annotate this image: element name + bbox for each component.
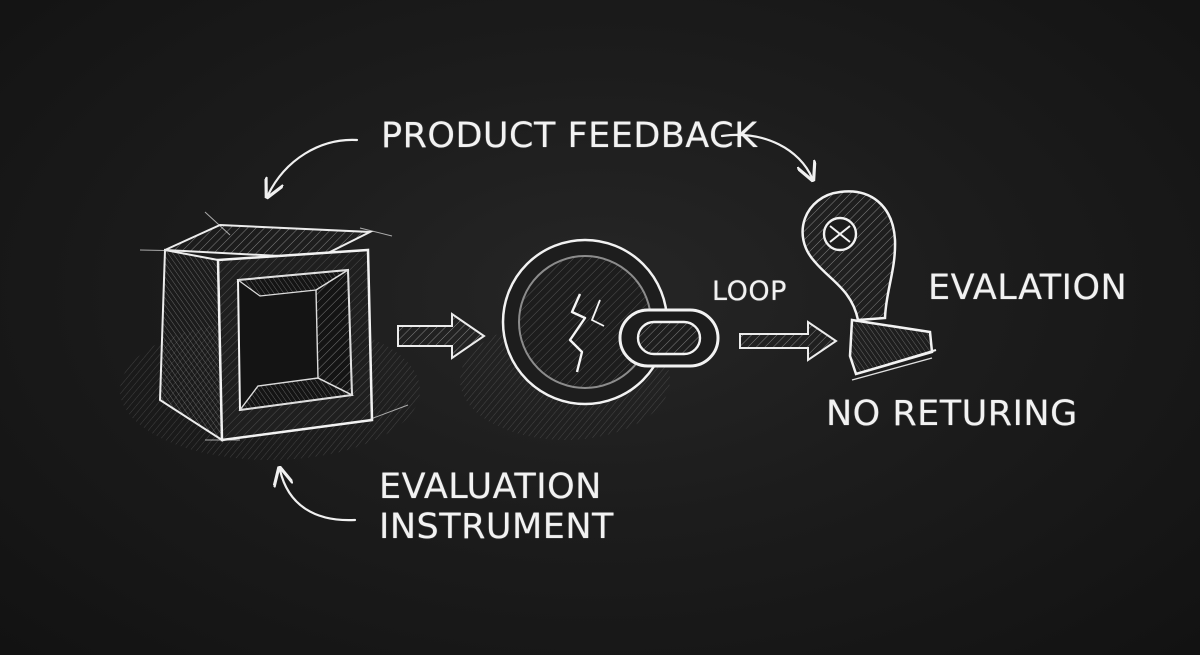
loop-label: LOOP [712, 276, 787, 307]
no-returing-label: NO RETURING [826, 394, 1078, 434]
cube-frame-icon [120, 211, 420, 460]
cracked-coin-icon [460, 238, 720, 440]
evalation-label: EVALATION [928, 268, 1128, 308]
evaluation-instrument-line1: EVALUATION [379, 467, 602, 507]
flow-arrow-2 [739, 320, 838, 362]
flow-arrow-1 [397, 312, 486, 360]
feedback-arrow-right [720, 133, 812, 178]
evaluation-instrument-label: EVALUATION INSTRUMENT [379, 467, 614, 547]
product-feedback-label: PRODUCT FEEDBACK [381, 116, 758, 156]
rubber-stamp-icon [801, 190, 937, 381]
feedback-arrow-left [268, 138, 359, 195]
evaluation-instrument-line2: INSTRUMENT [379, 507, 614, 547]
instrument-arrow [280, 470, 357, 522]
